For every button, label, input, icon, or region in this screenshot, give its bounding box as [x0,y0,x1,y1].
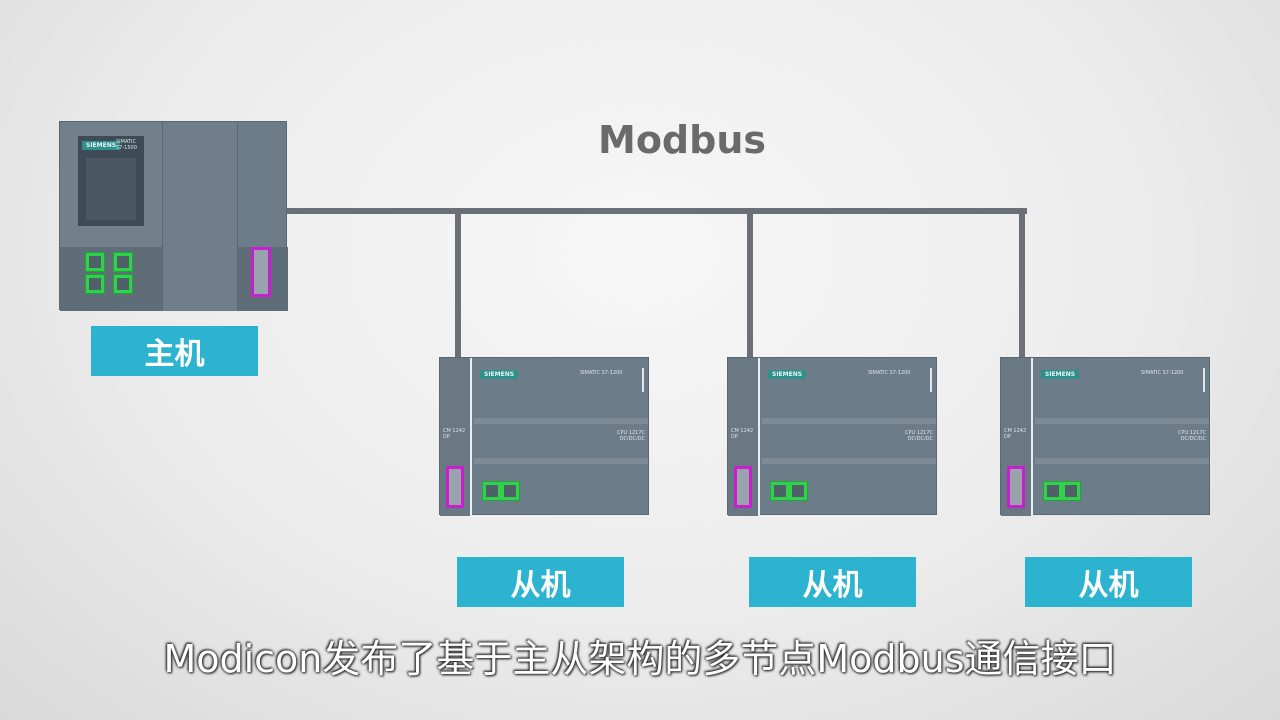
brand-logo: SIEMENS [768,370,807,379]
ethernet-port [113,252,133,272]
bus-drop-3 [1019,208,1025,358]
cm-module-text: CM 1242 DP [731,428,754,440]
cpu-model-text: CPU 1217C DC/DC/DC [905,430,933,442]
slave-plc: CM 1242 DP SIEMENS SIMATIC S7-1200 CPU 1… [727,357,937,516]
serial-port [1007,466,1025,508]
display-screen [86,158,136,220]
cm-module-text: CM 1242 DP [443,428,466,440]
bus-line-main [287,208,1027,214]
display-panel: SIEMENS SIMATIC S7-1500 [78,136,144,226]
ethernet-port [770,481,808,501]
subtitle-caption: Modicon发布了基于主从架构的多节点Modbus通信接口 [163,637,1117,681]
brand-logo: SIEMENS [1041,370,1080,379]
serial-port [251,247,271,297]
cpu-model-text: CPU 1217C DC/DC/DC [617,430,645,442]
cm-module-text: CM 1242 DP [1004,428,1027,440]
cpu-model-text: CPU 1217C DC/DC/DC [1178,430,1206,442]
bus-drop-1 [455,208,461,358]
ethernet-port [113,274,133,294]
slave-plc: CM 1242 DP SIEMENS SIMATIC S7-1200 CPU 1… [1000,357,1210,516]
bus-drop-2 [747,208,753,358]
ethernet-port [85,252,105,272]
slave-plc: CM 1242 DP SIEMENS SIMATIC S7-1200 CPU 1… [439,357,649,516]
slave-label: 从机 [457,557,624,607]
model-text: SIMATIC S7-1200 [1141,370,1184,376]
bus-title: Modbus [598,118,766,162]
model-text: SIMATIC S7-1200 [580,370,623,376]
serial-port [446,466,464,508]
slave-label: 从机 [749,557,916,607]
model-text: SIMATIC S7-1500 [116,139,137,151]
ethernet-port [1043,481,1081,501]
ethernet-port [482,481,520,501]
brand-logo: SIEMENS [480,370,519,379]
master-plc: SIEMENS SIMATIC S7-1500 [59,121,288,311]
ethernet-port [85,274,105,294]
serial-port [734,466,752,508]
brand-logo: SIEMENS [82,141,121,150]
slave-label: 从机 [1025,557,1192,607]
model-text: SIMATIC S7-1200 [868,370,911,376]
master-label: 主机 [91,326,258,376]
